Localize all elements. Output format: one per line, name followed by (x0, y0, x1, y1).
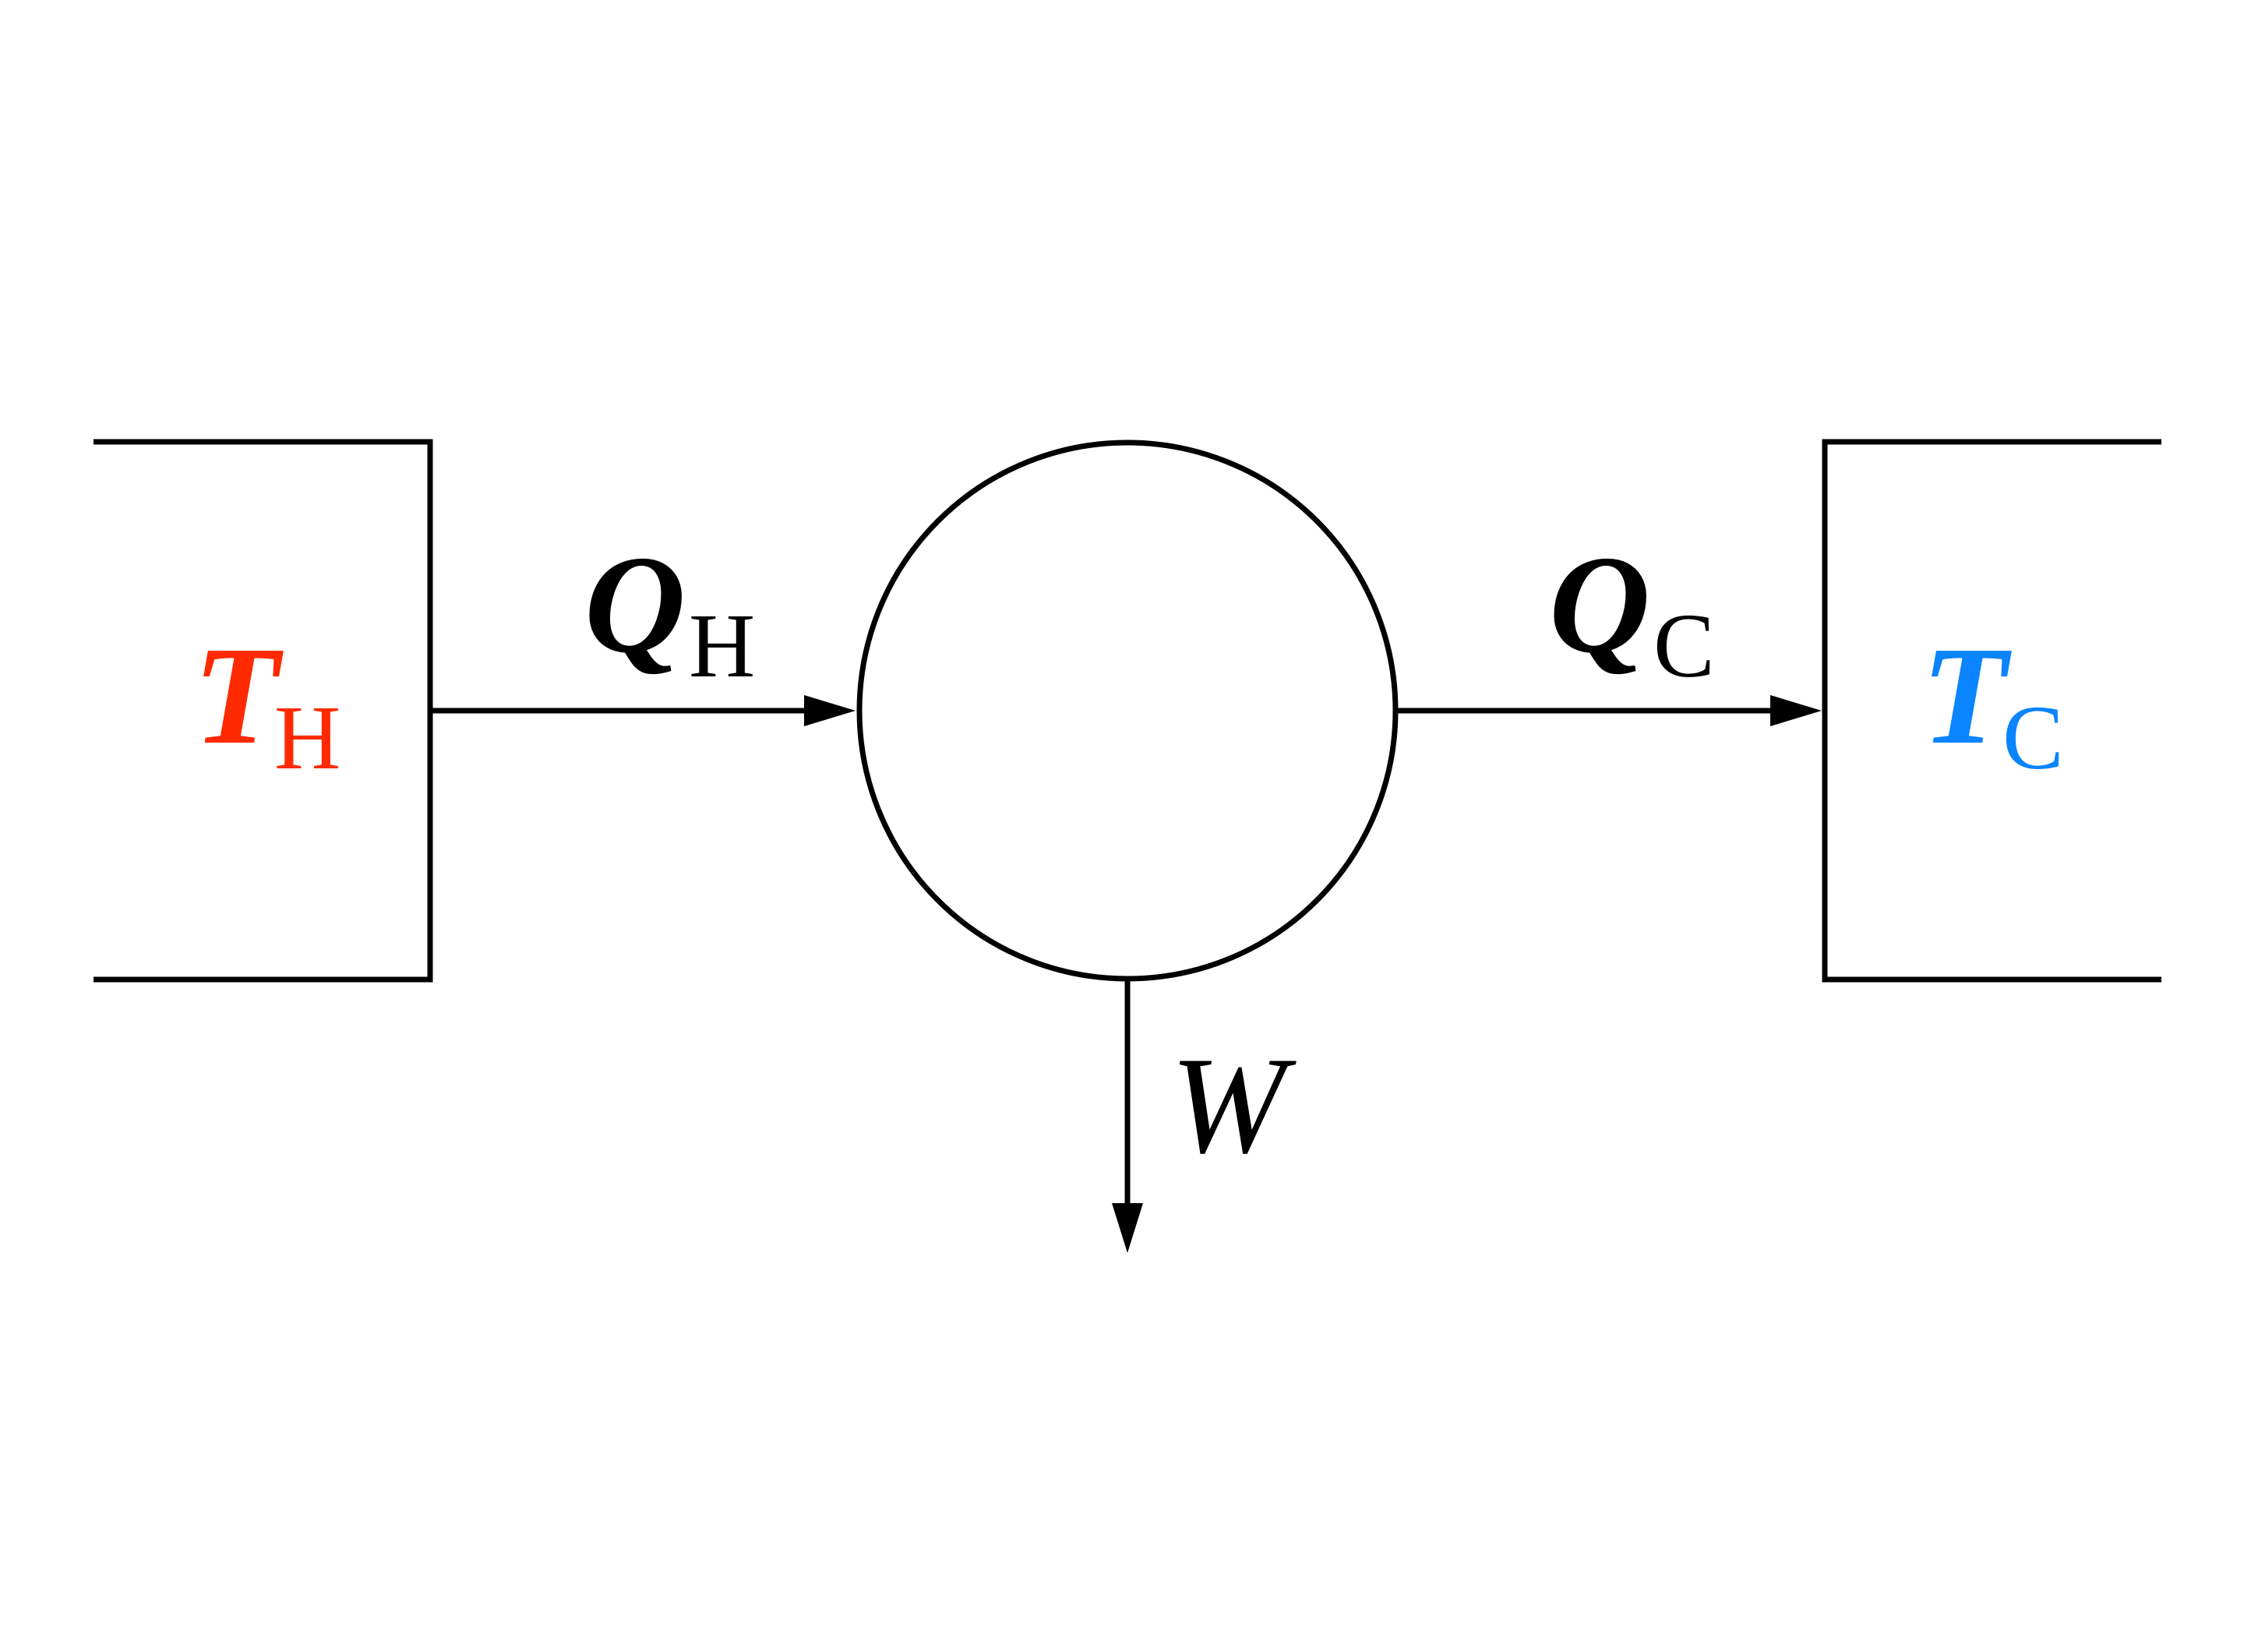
cold-temperature-symbol: T (1921, 618, 2012, 773)
heat-out-subscript: C (1653, 595, 1715, 697)
engine-circle (856, 439, 1399, 982)
work-label: W (1170, 1028, 1297, 1182)
hot-temperature-symbol: T (193, 618, 284, 773)
cold-reservoir-label: TC (1921, 618, 2064, 789)
heat-in-symbol: Q (584, 527, 686, 682)
heat-in-subscript: H (689, 595, 755, 697)
work-arrowhead (1112, 1203, 1143, 1253)
heat-out-symbol: Q (1549, 527, 1650, 682)
heat-in-arrowhead (804, 695, 856, 726)
hot-reservoir-label: TH (193, 618, 340, 789)
heat-out-arrowhead (1770, 695, 1822, 726)
heat-in-label: QH (584, 527, 755, 697)
cold-reservoir-box (1822, 439, 2161, 983)
cold-temperature-subscript: C (2002, 687, 2064, 789)
hot-temperature-subscript: H (274, 687, 340, 789)
heat-out-label: QC (1549, 527, 1715, 697)
